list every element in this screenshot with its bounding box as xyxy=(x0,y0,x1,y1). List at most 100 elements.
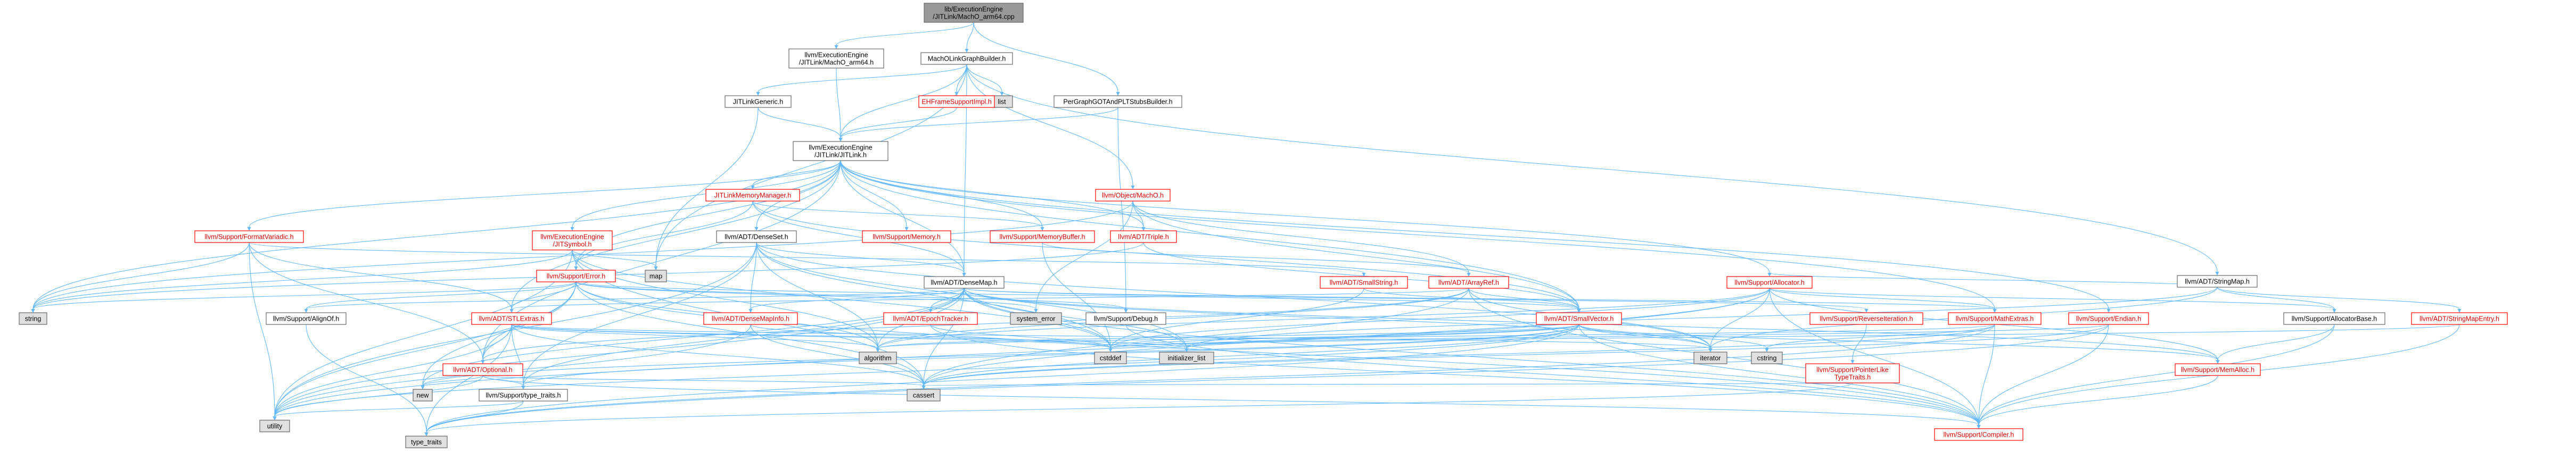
node-box[interactable] xyxy=(1934,428,2023,441)
node-jitlinkh[interactable]: llvm/ExecutionEngine/JITLink/JITLink.h xyxy=(793,141,888,161)
node-box[interactable] xyxy=(1693,352,1727,364)
node-box[interactable] xyxy=(907,389,941,402)
node-formatvariadic[interactable]: llvm/Support/FormatVariadic.h xyxy=(194,230,304,243)
node-box[interactable] xyxy=(266,312,347,325)
node-box[interactable] xyxy=(859,352,897,364)
node-cstring[interactable]: cstring xyxy=(1751,352,1783,364)
node-label: llvm/Support/Debug.h xyxy=(1094,315,1158,323)
node-box[interactable] xyxy=(479,389,568,402)
node-algorithm[interactable]: algorithm xyxy=(859,352,897,364)
node-box[interactable] xyxy=(703,312,798,325)
node-machoarm64h[interactable]: llvm/ExecutionEngine/JITLink/MachO_arm64… xyxy=(788,48,884,69)
node-iterator[interactable]: iterator xyxy=(1693,352,1727,364)
node-supporterror[interactable]: llvm/Support/Error.h xyxy=(536,270,616,282)
node-supportmemory[interactable]: llvm/Support/Memory.h xyxy=(862,230,951,243)
node-box[interactable] xyxy=(705,189,800,202)
node-typetraits[interactable]: type_traits xyxy=(405,436,448,448)
node-box[interactable] xyxy=(2177,275,2258,288)
node-endian[interactable]: llvm/Support/Endian.h xyxy=(2068,312,2149,325)
node-box[interactable] xyxy=(442,363,523,376)
node-box[interactable] xyxy=(1726,276,1813,289)
node-box[interactable] xyxy=(862,230,951,243)
node-cassert[interactable]: cassert xyxy=(907,389,941,402)
node-utility[interactable]: utility xyxy=(259,420,290,432)
node-box[interactable] xyxy=(259,420,290,432)
node-typetraitsh[interactable]: llvm/Support/type_traits.h xyxy=(479,389,568,402)
node-new[interactable]: new xyxy=(413,389,433,402)
node-allocator[interactable]: llvm/Support/Allocator.h xyxy=(1726,276,1813,289)
node-memalloc[interactable]: llvm/Support/MemAlloc.h xyxy=(2175,363,2261,376)
node-root[interactable]: lib/ExecutionEngine/JITLink/MachO_arm64.… xyxy=(924,3,1024,23)
node-box[interactable] xyxy=(920,52,1013,65)
node-stringmap[interactable]: llvm/ADT/StringMap.h xyxy=(2177,275,2258,288)
node-box[interactable] xyxy=(1085,312,1166,325)
node-box[interactable] xyxy=(924,276,1005,289)
node-densesetph[interactable]: llvm/ADT/DenseSet.h xyxy=(716,230,797,243)
node-alignof[interactable]: llvm/Support/AlignOf.h xyxy=(266,312,347,325)
node-box[interactable] xyxy=(924,3,1024,23)
node-box[interactable] xyxy=(194,230,304,243)
node-box[interactable] xyxy=(405,436,448,448)
node-box[interactable] xyxy=(883,312,978,325)
node-cstddef[interactable]: cstddef xyxy=(1094,352,1127,364)
node-smallvector[interactable]: llvm/ADT/SmallVector.h xyxy=(1536,312,1622,325)
node-box[interactable] xyxy=(532,230,613,250)
node-box[interactable] xyxy=(793,141,888,161)
node-triple[interactable]: llvm/ADT/Triple.h xyxy=(1110,230,1177,243)
node-box[interactable] xyxy=(1054,95,1182,108)
node-box[interactable] xyxy=(1010,312,1062,325)
node-box[interactable] xyxy=(918,95,995,108)
node-box[interactable] xyxy=(1094,352,1127,364)
node-box[interactable] xyxy=(1809,312,1923,325)
node-densemapinfo[interactable]: llvm/ADT/DenseMapInfo.h xyxy=(703,312,798,325)
node-mathextras[interactable]: llvm/Support/MathExtras.h xyxy=(1948,312,2042,325)
node-box[interactable] xyxy=(2068,312,2149,325)
node-initlist[interactable]: initializer_list xyxy=(1159,352,1214,364)
node-box[interactable] xyxy=(2411,312,2508,325)
node-box[interactable] xyxy=(1428,276,1509,289)
node-box[interactable] xyxy=(1536,312,1622,325)
node-objectmacho[interactable]: llvm/Object/MachO.h xyxy=(1095,189,1171,202)
node-compiler[interactable]: llvm/Support/Compiler.h xyxy=(1934,428,2023,441)
node-box[interactable] xyxy=(1751,352,1783,364)
node-box[interactable] xyxy=(536,270,616,282)
edge-line xyxy=(249,242,483,361)
node-densemap[interactable]: llvm/ADT/DenseMap.h xyxy=(924,276,1005,289)
node-box[interactable] xyxy=(19,312,47,325)
node-box[interactable] xyxy=(645,270,667,282)
node-box[interactable] xyxy=(716,230,797,243)
node-debug[interactable]: llvm/Support/Debug.h xyxy=(1085,312,1166,325)
node-optional[interactable]: llvm/ADT/Optional.h xyxy=(442,363,523,376)
node-ehframe[interactable]: EHFrameSupportImpl.h xyxy=(918,95,995,108)
node-box[interactable] xyxy=(1320,276,1408,289)
node-box[interactable] xyxy=(1159,352,1214,364)
node-epochtracker[interactable]: llvm/ADT/EpochTracker.h xyxy=(883,312,978,325)
node-box[interactable] xyxy=(1805,363,1900,383)
node-box[interactable] xyxy=(788,48,884,69)
node-stlextras[interactable]: llvm/ADT/STLExtras.h xyxy=(471,312,552,325)
node-smallstring[interactable]: llvm/ADT/SmallString.h xyxy=(1320,276,1408,289)
node-jitlinkmemmgr[interactable]: JITLinkMemoryManager.h xyxy=(705,189,800,202)
node-arrayref[interactable]: llvm/ADT/ArrayRef.h xyxy=(1428,276,1509,289)
node-systemerror[interactable]: system_error xyxy=(1010,312,1062,325)
node-string[interactable]: string xyxy=(19,312,47,325)
node-reverseiter[interactable]: llvm/Support/ReverseIteration.h xyxy=(1809,312,1923,325)
node-stringmapentry[interactable]: llvm/ADT/StringMapEntry.h xyxy=(2411,312,2508,325)
node-box[interactable] xyxy=(1095,189,1171,202)
node-box[interactable] xyxy=(725,95,792,108)
node-allocatorbase[interactable]: llvm/Support/AllocatorBase.h xyxy=(2283,312,2385,325)
node-machographbuilder[interactable]: MachOLinkGraphBuilder.h xyxy=(920,52,1013,65)
node-jitlinkgeneric[interactable]: JITLinkGeneric.h xyxy=(725,95,792,108)
node-pergraphgot[interactable]: PerGraphGOTAndPLTStubsBuilder.h xyxy=(1054,95,1182,108)
node-box[interactable] xyxy=(471,312,552,325)
node-box[interactable] xyxy=(1948,312,2042,325)
node-box[interactable] xyxy=(413,389,433,402)
node-box[interactable] xyxy=(990,230,1095,243)
node-box[interactable] xyxy=(1110,230,1177,243)
node-map[interactable]: map xyxy=(645,270,667,282)
node-box[interactable] xyxy=(2175,363,2261,376)
node-jitsymbol[interactable]: llvm/ExecutionEngine/JITSymbol.h xyxy=(532,230,613,250)
node-box[interactable] xyxy=(2283,312,2385,325)
node-memorybuffer[interactable]: llvm/Support/MemoryBuffer.h xyxy=(990,230,1095,243)
